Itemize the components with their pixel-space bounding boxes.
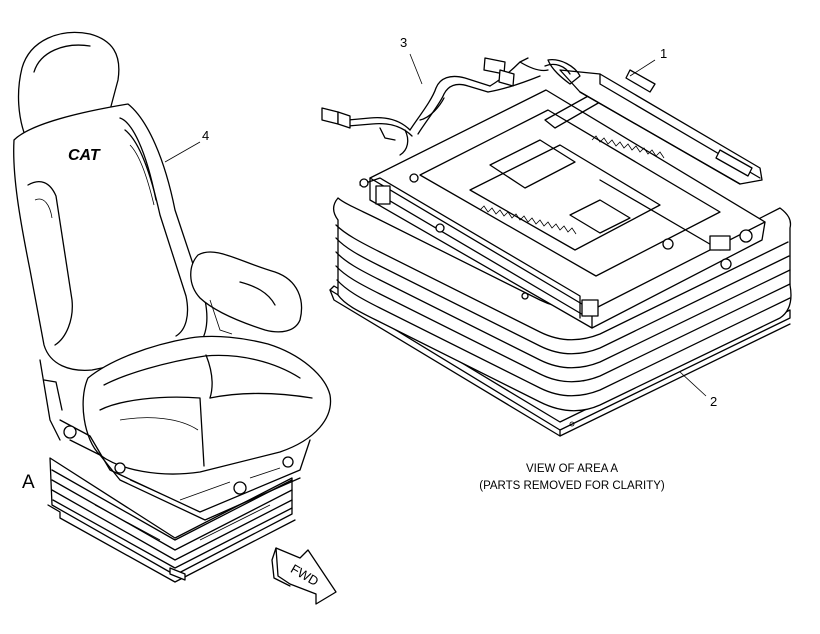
seat-backrest: CAT	[13, 31, 208, 371]
seat-suspension-detail	[321, 57, 792, 437]
adjustment-handle-rail	[547, 59, 763, 185]
suspension-bellows	[332, 197, 792, 412]
seat-logo: CAT	[68, 147, 101, 164]
callout-4: 4	[202, 128, 209, 143]
leader-4	[164, 141, 201, 163]
callout-3: 3	[400, 35, 407, 50]
seat-assembly: CAT	[13, 31, 332, 583]
seat-suspension-base	[47, 457, 296, 583]
seat-top-frame	[359, 89, 766, 329]
leader-2	[679, 371, 707, 397]
caption-line-1: VIEW OF AREA A	[526, 463, 618, 475]
seat-mechanism	[39, 359, 311, 521]
wiring-harness	[321, 57, 571, 156]
caption-line-2: (PARTS REMOVED FOR CLARITY)	[479, 480, 665, 492]
callout-1: 1	[660, 46, 667, 61]
callout-2: 2	[710, 394, 717, 409]
fwd-arrow: FWD	[271, 547, 337, 605]
leader-3	[409, 53, 423, 85]
area-a-label: A	[22, 472, 35, 493]
seat-cushion	[82, 335, 332, 475]
seat-armrest	[190, 251, 303, 335]
leader-lines	[164, 53, 707, 397]
leader-1	[629, 59, 656, 77]
